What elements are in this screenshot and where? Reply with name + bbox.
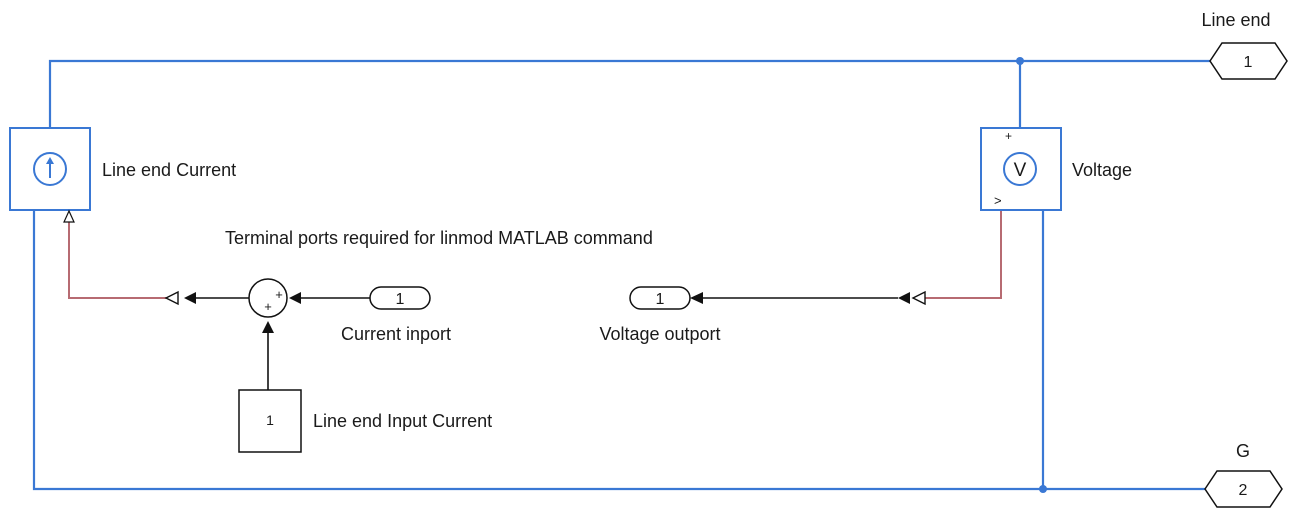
voltage-sensor-block[interactable]: V + > (980, 127, 1062, 211)
current-source-input-port-icon (63, 209, 75, 223)
sum-block[interactable]: + + (248, 278, 288, 318)
current-inport-shape[interactable] (369, 286, 431, 310)
current-inport-label: Current inport (341, 324, 451, 344)
constant-label: Line end Input Current (313, 411, 492, 431)
arrowhead-outport (690, 292, 703, 304)
voltage-sensor-output-mark: > (994, 193, 1002, 208)
voltage-outport[interactable]: 1 (629, 286, 691, 310)
line-end-port-label: Line end (1201, 10, 1270, 30)
current-inport-number: 1 (396, 291, 405, 308)
annotation-text: Terminal ports required for linmod MATLA… (225, 228, 653, 248)
wire-ps-current-input[interactable] (68, 222, 166, 299)
voltage-sensor-icon (1003, 152, 1037, 186)
current-source-icon (33, 152, 67, 186)
g-port-label: G (1236, 441, 1250, 461)
voltage-outport-number: 1 (656, 291, 665, 308)
wire-voltage-minus[interactable] (1020, 200, 1045, 489)
junction-dot-top (1016, 57, 1024, 65)
constant-value: 1 (266, 412, 274, 428)
constant-block[interactable]: 1 (238, 389, 302, 453)
arrowhead-sum-bottom (262, 321, 274, 333)
wire-ps-voltage-output[interactable] (924, 200, 1002, 299)
ps-converter-right[interactable] (911, 290, 926, 306)
sum-sign-right: + (275, 287, 283, 302)
wire-top[interactable] (48, 59, 1210, 128)
line-end-port[interactable]: 1 (1209, 42, 1288, 80)
sum-circle[interactable] (248, 278, 288, 318)
current-source-block[interactable] (9, 127, 91, 223)
voltage-sensor-plus: + (1005, 129, 1012, 143)
voltage-outport-label: Voltage outport (599, 324, 720, 344)
current-inport[interactable]: 1 (369, 286, 431, 310)
arrowhead-converter-in (184, 292, 196, 304)
sum-sign-bottom: + (264, 299, 272, 314)
line-end-port-shape[interactable] (1209, 42, 1288, 80)
g-port[interactable]: 2 (1204, 470, 1283, 508)
voltage-sensor-glyph: V (1014, 160, 1027, 181)
g-port-shape[interactable] (1204, 470, 1283, 508)
wire-bottom[interactable] (32, 210, 1205, 491)
junction-dot-bottom (1039, 485, 1047, 493)
ps-converter-left[interactable] (164, 290, 179, 306)
arrowhead-sum-right (289, 292, 301, 304)
constant-frame[interactable] (238, 389, 302, 453)
current-source-label: Line end Current (102, 160, 236, 180)
arrowhead-converter-right (898, 292, 910, 304)
line-end-port-number: 1 (1244, 54, 1253, 71)
voltage-outport-shape[interactable] (629, 286, 691, 310)
g-port-number: 2 (1239, 482, 1248, 499)
voltage-sensor-label: Voltage (1072, 160, 1132, 180)
